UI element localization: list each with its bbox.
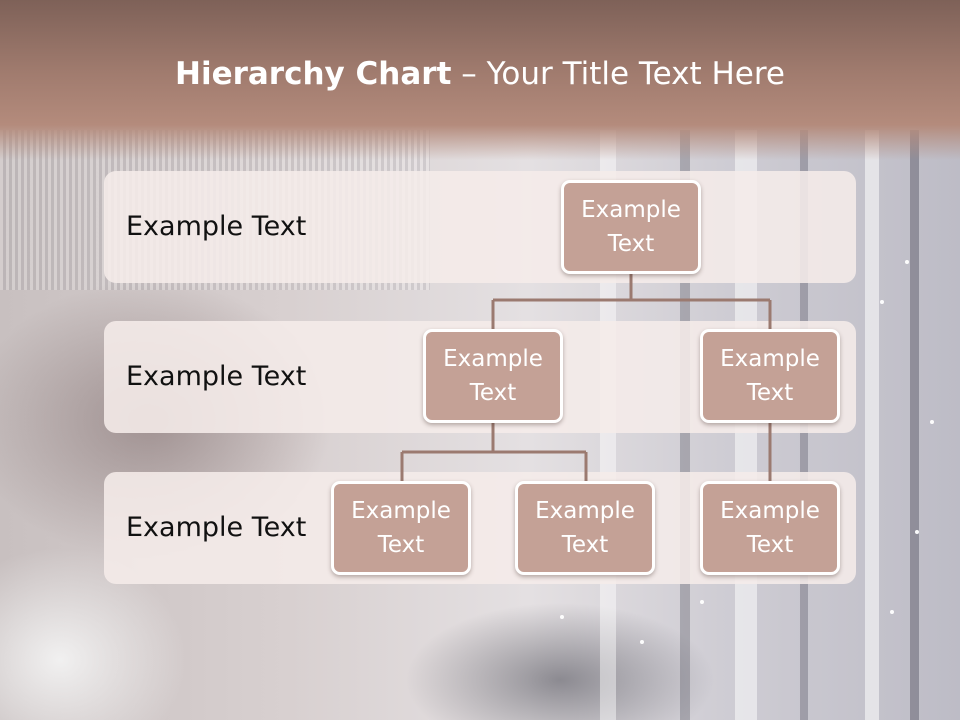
root-connector	[491, 274, 772, 330]
slide-title: Hierarchy Chart – Your Title Text Here	[0, 56, 960, 92]
light-streak	[910, 130, 919, 720]
title-bar: Hierarchy Chart – Your Title Text Here	[0, 0, 960, 160]
snow-sparkle	[905, 260, 909, 264]
snow-sparkle	[700, 600, 704, 604]
slide-title-bold: Hierarchy Chart	[175, 56, 452, 92]
snow-sparkle	[880, 300, 884, 304]
slide-title-rest: – Your Title Text Here	[451, 56, 785, 92]
node-level3-c[interactable]: Example Text	[700, 481, 840, 575]
band-label: Example Text	[126, 211, 307, 242]
snow-sparkle	[560, 615, 564, 619]
band-label: Example Text	[126, 512, 307, 543]
left-branch-connector	[400, 423, 588, 482]
snow-sparkle	[915, 530, 919, 534]
snow-sparkle	[930, 420, 934, 424]
node-level2-left[interactable]: Example Text	[423, 329, 563, 423]
band-label: Example Text	[126, 361, 307, 392]
node-level3-a[interactable]: Example Text	[331, 481, 471, 575]
node-root[interactable]: Example Text	[561, 180, 701, 274]
light-streak	[865, 130, 879, 720]
hierarchy-band-level-1: Example Text	[104, 171, 856, 283]
snow-sparkle	[890, 610, 894, 614]
snow-sparkle	[640, 640, 644, 644]
node-level3-b[interactable]: Example Text	[515, 481, 655, 575]
node-level2-right[interactable]: Example Text	[700, 329, 840, 423]
